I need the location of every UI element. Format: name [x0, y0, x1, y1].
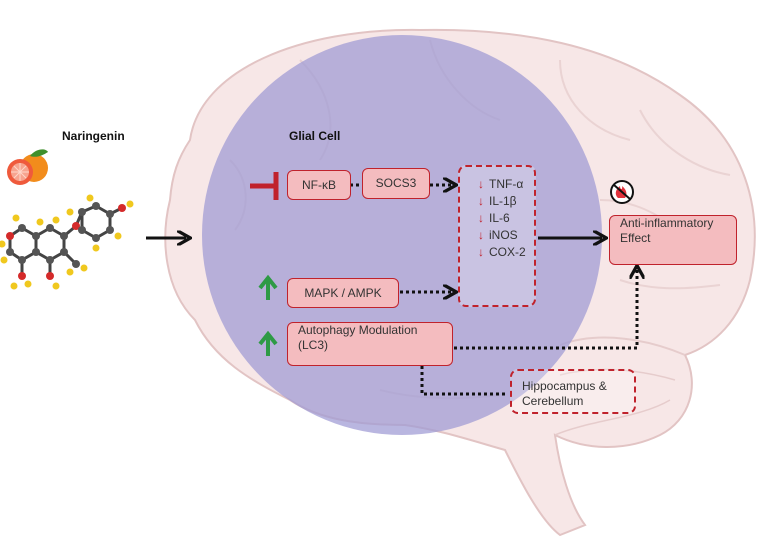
down-arrow-icon: ↓: [478, 211, 484, 225]
socs3-label: SOCS3: [375, 176, 417, 190]
cytokine-label: iNOS: [489, 228, 518, 242]
inhibition-icon: [250, 172, 279, 200]
up-arrow-icon: [258, 274, 278, 300]
mapk-ampk-box: MAPK / AMPK: [287, 278, 399, 308]
cytokine-item: ↓ IL-6: [478, 211, 510, 225]
cytokine-label: IL-1β: [489, 194, 517, 208]
glial-cell-label: Glial Cell: [289, 129, 341, 143]
cytokine-label: COX-2: [489, 245, 526, 259]
anti-inflammatory-box: Anti-inflammatory Effect: [609, 215, 737, 265]
down-arrow-icon: ↓: [478, 228, 484, 242]
autophagy-box: Autophagy Modulation (LC3): [287, 322, 453, 366]
autophagy-label-line1: Autophagy Modulation: [298, 323, 418, 337]
naringenin-title: Naringenin: [62, 129, 125, 143]
down-arrow-icon: ↓: [478, 245, 484, 259]
cytokine-label: TNF-α: [489, 177, 524, 191]
socs3-box: SOCS3: [362, 168, 430, 199]
hippocampus-line2: Cerebellum: [522, 394, 584, 408]
molecule-atoms: [0, 194, 134, 290]
cytokine-label: IL-6: [489, 211, 510, 225]
anti-inflammatory-line2: Effect: [620, 231, 651, 245]
down-arrow-icon: ↓: [478, 194, 484, 208]
cytokine-item: ↓ IL-1β: [478, 194, 517, 208]
cytokine-item: ↓ iNOS: [478, 228, 518, 242]
hippocampus-cerebellum-box: Hippocampus & Cerebellum: [510, 369, 636, 414]
no-fire-icon: [610, 180, 634, 204]
autophagy-to-hippocampus-link: [420, 366, 508, 396]
nfkb-box: NF-κB: [287, 170, 351, 200]
grapefruit-icon: [7, 149, 48, 185]
cytokine-item: ↓ TNF-α: [478, 177, 523, 191]
autophagy-to-effect-arrow: [454, 270, 637, 350]
nfkb-label: NF-κB: [302, 177, 336, 192]
naringenin-molecule-icon: [8, 204, 123, 276]
anti-inflammatory-line1: Anti-inflammatory: [620, 216, 714, 230]
cytokines-box: [458, 165, 536, 307]
autophagy-label-line2: (LC3): [298, 338, 329, 352]
up-arrow-icon: [258, 330, 278, 356]
cytokine-item: ↓ COX-2: [478, 245, 526, 259]
down-arrow-icon: ↓: [478, 177, 484, 191]
mapk-ampk-label: MAPK / AMPK: [304, 285, 382, 300]
hippocampus-line1: Hippocampus &: [522, 379, 607, 393]
